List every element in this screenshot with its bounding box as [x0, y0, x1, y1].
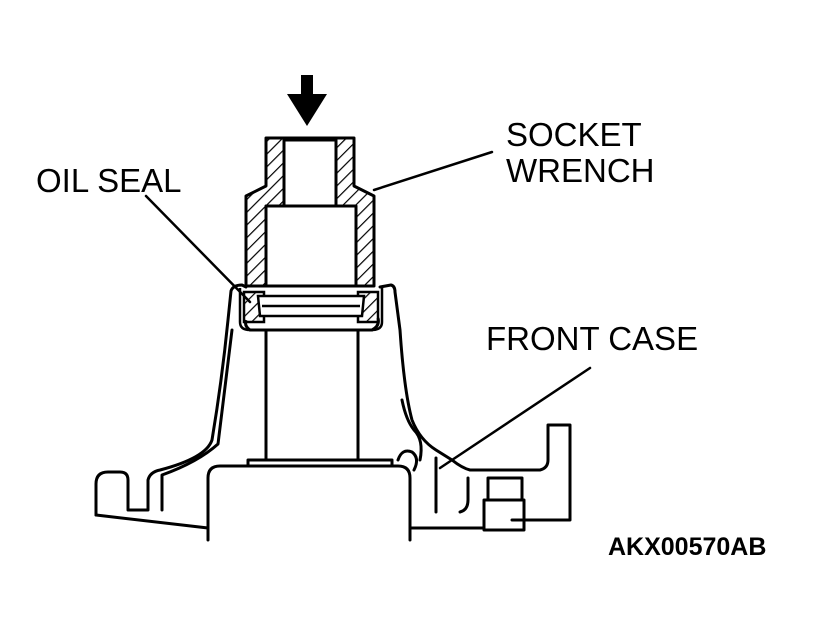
socket-wrench-leader — [372, 150, 494, 192]
leader-lines — [144, 150, 592, 470]
oil-seal — [238, 288, 384, 332]
front-case-leader — [438, 366, 592, 470]
socket-wrench-label-line1: SOCKET — [506, 116, 642, 153]
arrow-down-icon — [287, 75, 327, 126]
socket-wrench — [244, 136, 376, 288]
shaft-bore — [244, 317, 380, 462]
figure-code: AKX00570AB — [608, 533, 767, 561]
oil-seal-leader — [144, 194, 252, 304]
socket-wrench-label-line2: WRENCH — [506, 152, 655, 189]
front-case-label: FRONT CASE — [486, 320, 699, 357]
front-case — [94, 283, 572, 542]
oil-seal-label: OIL SEAL — [36, 162, 182, 199]
